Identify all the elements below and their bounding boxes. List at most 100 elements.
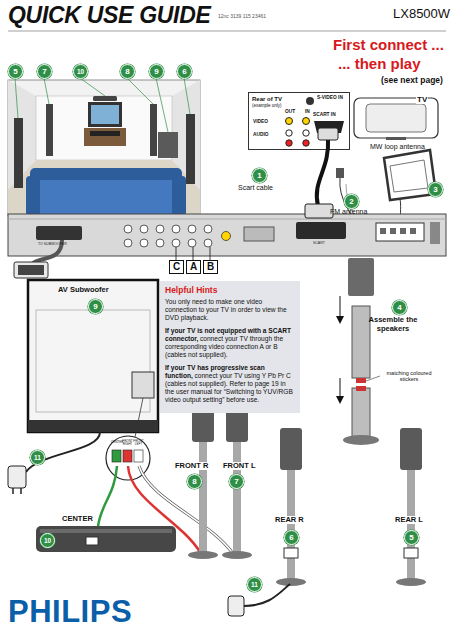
tv-jacks xyxy=(306,97,314,105)
node-text: TV xyxy=(416,96,428,104)
callout-number: 9 xyxy=(149,64,164,79)
callout-number: 5 xyxy=(8,64,23,79)
text-label: Scart cable xyxy=(238,184,273,191)
room-illustration xyxy=(14,118,23,188)
text-label: FRONT L xyxy=(222,462,257,470)
text-label: Assemble the speakers xyxy=(362,316,424,333)
rear-speakers xyxy=(396,578,426,586)
callout-number: 2 xyxy=(344,194,359,209)
front-speakers xyxy=(188,551,218,559)
subwoofer xyxy=(8,466,26,488)
speaker-assembly xyxy=(343,435,379,445)
fm-antenna xyxy=(336,168,344,178)
hint-paragraph: If your TV is not equipped with a SCART … xyxy=(165,327,295,359)
room-illustration xyxy=(8,80,200,216)
room-illustration xyxy=(36,96,172,160)
speaker-terminals xyxy=(123,450,132,462)
rear-speakers xyxy=(276,578,306,586)
tv-jacks xyxy=(303,140,309,146)
rear-speakers xyxy=(287,470,295,580)
text-label: CENTER xyxy=(62,515,93,523)
subwoofer xyxy=(14,262,48,278)
node-text: IN xyxy=(305,110,310,115)
dvd-rear-panel xyxy=(222,232,231,241)
room-illustration xyxy=(84,128,126,146)
subwoofer xyxy=(132,372,154,398)
speaker-assembly xyxy=(356,386,366,391)
hint-heading: Helpful Hints xyxy=(165,285,295,295)
dvd-rear-panel xyxy=(8,214,446,260)
dvd-rear-panel xyxy=(8,214,446,256)
callout-number: 4 xyxy=(392,300,407,315)
room-illustration xyxy=(127,78,153,104)
subwoofer xyxy=(18,265,44,275)
text-label: MW loop antenna xyxy=(370,143,425,150)
hint-paragraph: If your TV has progressive scan function… xyxy=(165,364,295,404)
speaker-terminals xyxy=(112,450,121,462)
text-label: FRONT R xyxy=(174,462,209,470)
speaker-terminals xyxy=(98,466,117,527)
callout-number: 11 xyxy=(30,450,45,465)
speaker-assembly xyxy=(348,258,374,296)
dvd-rear-panel xyxy=(204,239,212,247)
callout-number: 1 xyxy=(252,168,267,183)
room-illustration xyxy=(8,160,200,216)
brand-logo: PHILIPS xyxy=(8,596,132,627)
tv-outline xyxy=(354,98,438,138)
speaker-assembly xyxy=(336,396,344,404)
panel-label: TO SUBWOOFER xyxy=(38,243,67,247)
callout-number: 7 xyxy=(229,474,244,489)
subwoofer xyxy=(12,488,14,494)
room-illustration xyxy=(15,78,190,132)
node-text: VIDEO xyxy=(253,120,268,125)
tv-jacks xyxy=(303,130,309,136)
text-label: FM antenna xyxy=(330,208,367,215)
room-illustration xyxy=(93,96,117,101)
node-text: (example only) xyxy=(252,104,282,109)
callout-number: 10 xyxy=(73,64,88,79)
subwoofer xyxy=(20,488,22,494)
speaker-assembly xyxy=(356,378,366,383)
dvd-rear-panel xyxy=(376,223,424,241)
rear-speakers xyxy=(284,548,298,558)
dvd-rear-panel xyxy=(172,225,180,233)
front-speakers xyxy=(233,442,241,554)
center-speaker xyxy=(40,529,172,533)
subwoofer xyxy=(26,432,100,472)
dvd-rear-panel xyxy=(140,225,148,233)
hint-text: You only need to make one video connecti… xyxy=(165,298,287,321)
dvd-rear-panel xyxy=(156,225,164,233)
room-illustration xyxy=(186,114,195,184)
dvd-rear-panel xyxy=(156,239,164,247)
callout-number: 8 xyxy=(120,64,135,79)
headline: First connect ... xyxy=(333,37,444,52)
speaker-assembly xyxy=(352,388,370,438)
scart-cable xyxy=(305,204,333,218)
text-label: matching coloured stickers xyxy=(378,370,440,383)
speaker-assembly xyxy=(336,316,344,324)
dvd-rear-panel xyxy=(380,228,386,234)
room-illustration xyxy=(158,132,178,158)
room-illustration xyxy=(80,78,105,96)
header-rule xyxy=(8,31,446,32)
node-text: SCART IN xyxy=(313,113,336,118)
callout-number: 6 xyxy=(284,530,299,545)
front-speakers xyxy=(188,398,252,559)
node-text: Rear of TV xyxy=(252,96,282,102)
callout-number: 10 xyxy=(40,533,55,548)
rear-speakers xyxy=(280,428,302,470)
tv-jacks xyxy=(303,118,310,125)
text-label: REAR R xyxy=(274,516,305,524)
callout-number: 7 xyxy=(37,64,52,79)
dvd-rear-panel xyxy=(176,247,177,260)
rear-speakers xyxy=(407,470,415,580)
model-number: LX8500W xyxy=(393,7,450,20)
dvd-rear-panel xyxy=(188,225,196,233)
subwoofer xyxy=(135,398,143,437)
speaker-assembly xyxy=(340,378,341,398)
headline: ... then play xyxy=(338,56,421,71)
callout-number: 6 xyxy=(177,64,192,79)
panel-label: SCART xyxy=(313,242,325,246)
room-illustration xyxy=(8,78,200,216)
dvd-rear-panel xyxy=(193,247,194,260)
